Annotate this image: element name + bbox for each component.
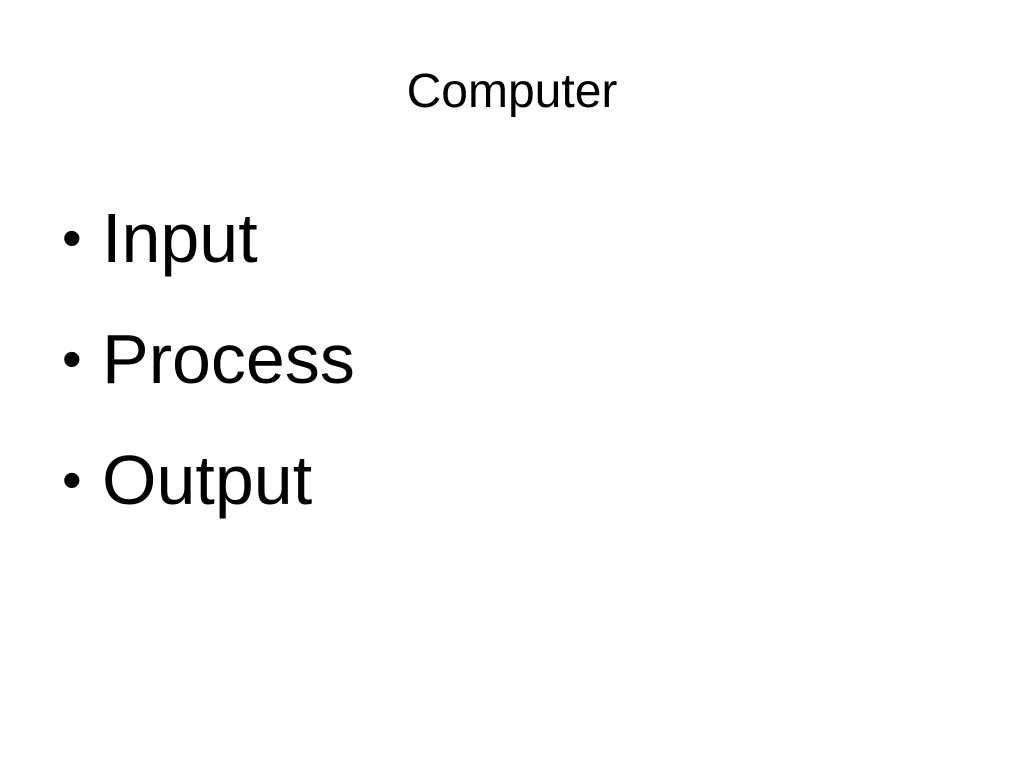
bullet-item-process: • Process xyxy=(62,319,355,399)
bullet-item-output: • Output xyxy=(62,440,355,520)
bullet-text: Process xyxy=(102,320,355,398)
bullet-icon: • xyxy=(62,448,82,511)
bullet-text: Output xyxy=(102,441,313,519)
bullet-list: • Input • Process • Output xyxy=(62,198,355,520)
bullet-icon: • xyxy=(62,206,82,269)
bullet-text: Input xyxy=(102,199,258,277)
bullet-icon: • xyxy=(62,327,82,390)
bullet-item-input: • Input xyxy=(62,198,355,278)
slide-title: Computer xyxy=(406,65,618,118)
